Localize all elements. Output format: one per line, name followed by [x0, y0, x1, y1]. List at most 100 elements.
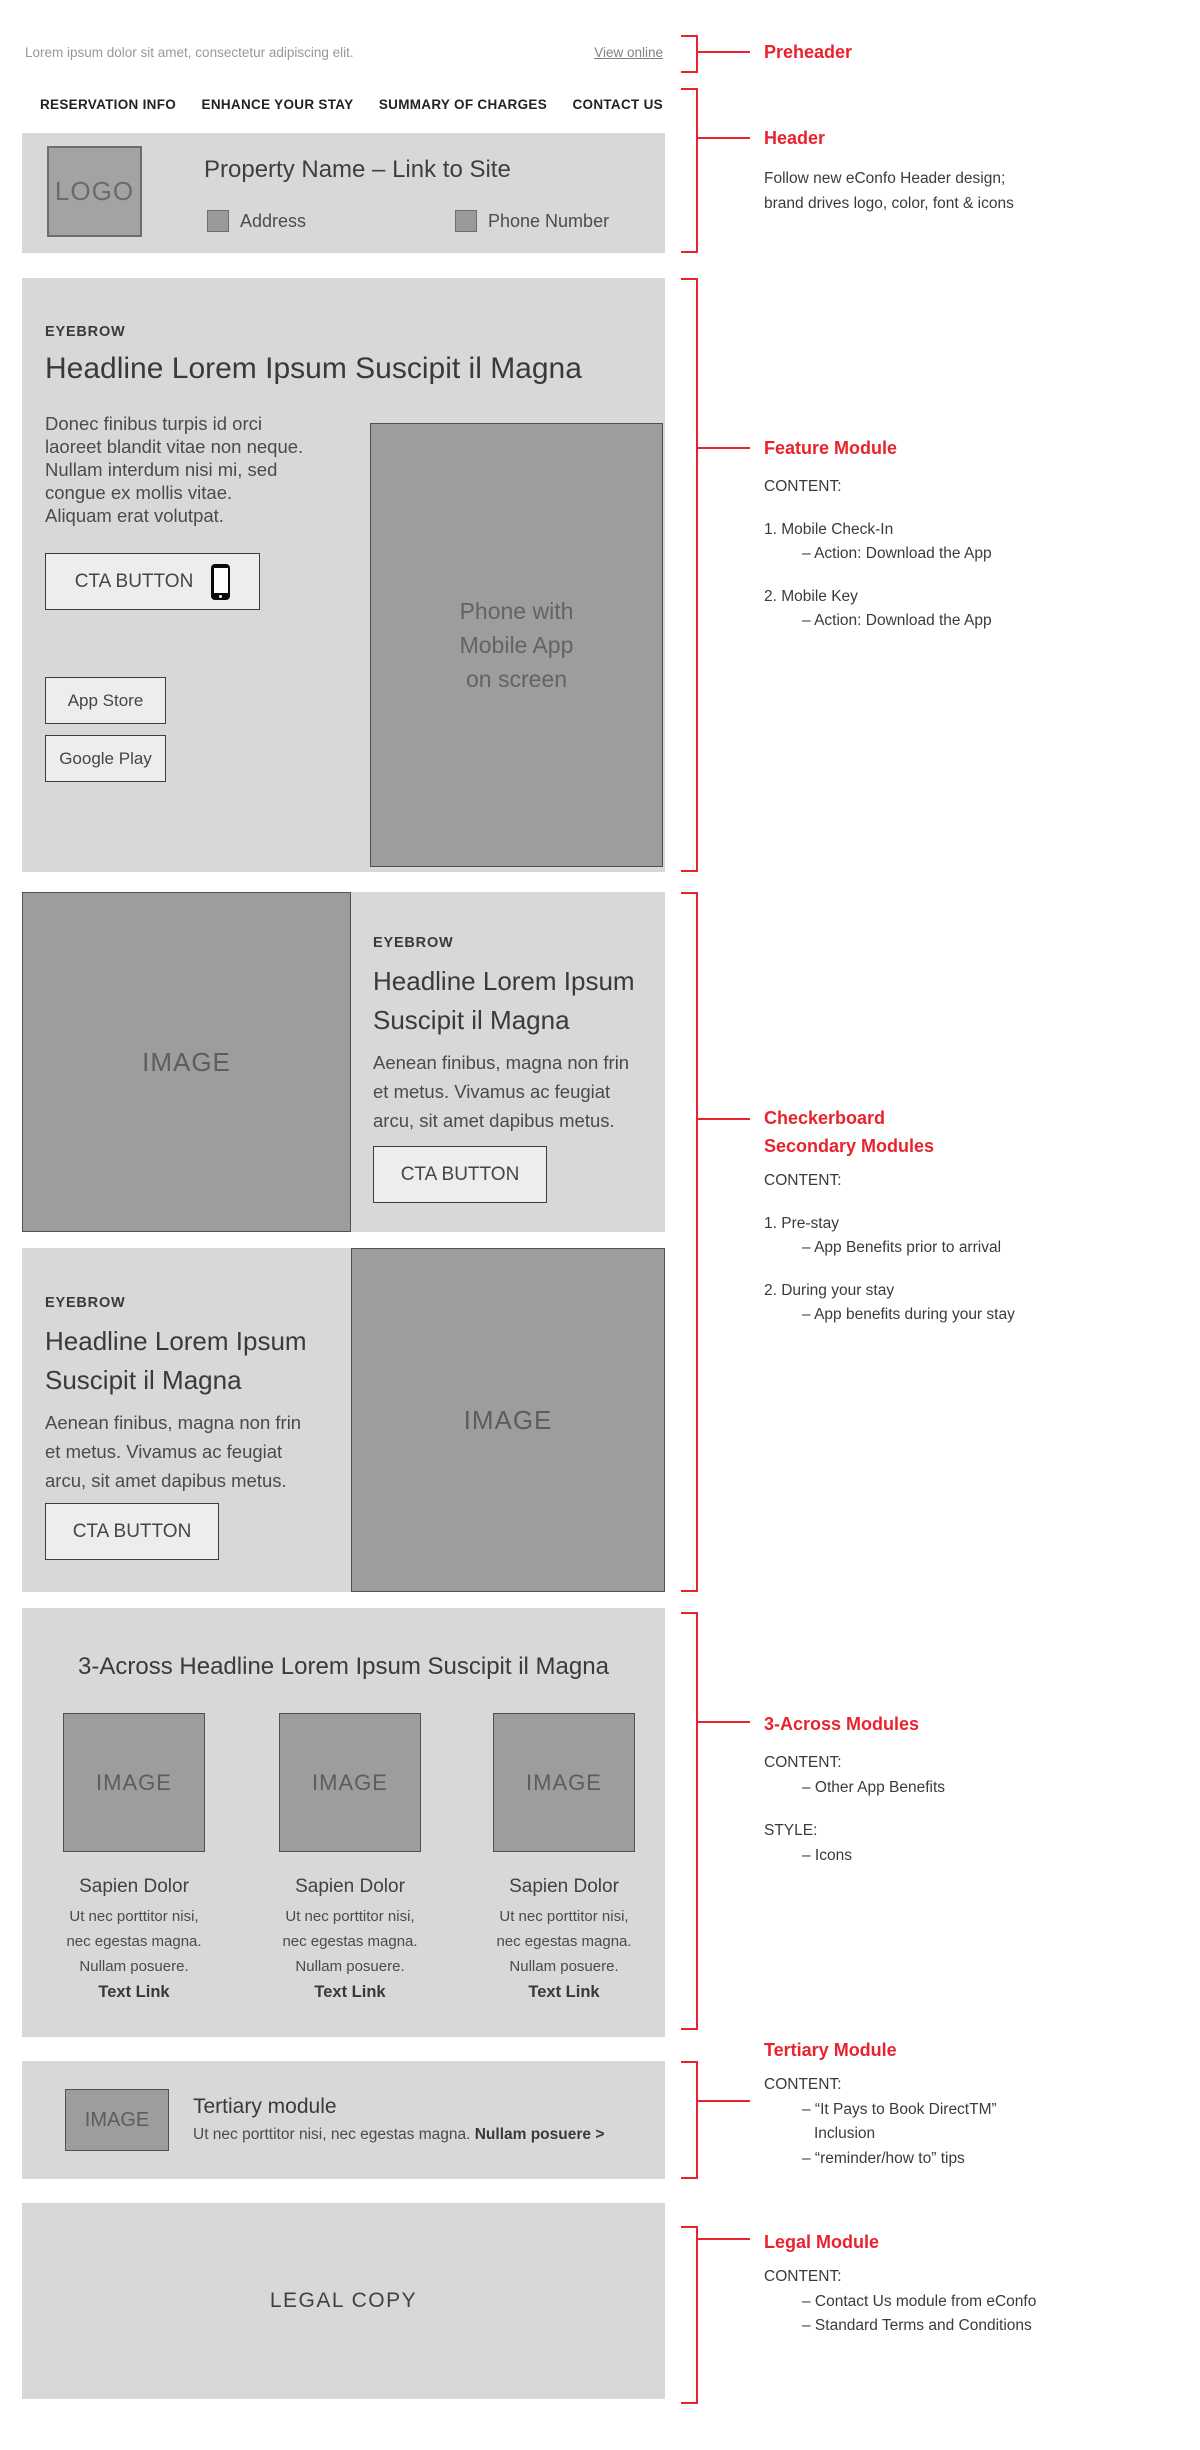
- tertiary-link[interactable]: Nullam posuere >: [474, 2126, 605, 2143]
- bracket-connector: [698, 1118, 750, 1120]
- annotation-line: Follow new eConfo Header design;: [764, 170, 1006, 187]
- logo-placeholder: LOGO: [47, 146, 142, 237]
- three-across-column: IMAGE Sapien Dolor Ut nec porttitor nisi…: [34, 1713, 234, 2002]
- headline-line: Suscipit il Magna: [373, 1005, 570, 1035]
- bracket-tick: [681, 2177, 698, 2179]
- image-placeholder: IMAGE: [351, 1248, 665, 1592]
- bracket-connector: [698, 51, 750, 53]
- phone-row: Phone Number: [455, 210, 609, 232]
- feature-body-line: Donec finibus turpis id orci: [45, 413, 262, 434]
- bracket-tick: [681, 88, 698, 90]
- bracket-tick: [681, 35, 698, 37]
- preheader: Lorem ipsum dolor sit amet, consectetur …: [25, 45, 663, 60]
- bracket-connector: [698, 1721, 750, 1723]
- annotation-line: – Contact Us module from eConfo: [802, 2293, 1037, 2310]
- annotation-label: Header: [764, 128, 826, 148]
- app-store-label: App Store: [67, 690, 144, 710]
- header-module: LOGO Property Name – Link to Site Addres…: [22, 133, 665, 253]
- annotation-line: – Other App Benefits: [802, 1779, 946, 1796]
- body-line: Aenean finibus, magna non frin: [45, 1412, 302, 1433]
- nav-contact-us[interactable]: CONTACT US: [572, 97, 663, 112]
- bracket-tick: [681, 2028, 698, 2030]
- headline-line: Headline Lorem Ipsum: [45, 1326, 307, 1356]
- body-line: nec egestas magna.: [282, 1933, 418, 1950]
- property-name-link[interactable]: Property Name – Link to Site: [204, 156, 511, 183]
- header-nav: RESERVATION INFO ENHANCE YOUR STAY SUMMA…: [40, 97, 663, 112]
- column-body: Ut nec porttitor nisi, nec egestas magna…: [250, 1904, 450, 1979]
- checkerboard-1-body: Aenean finibus, magna non frin et metus.…: [373, 1048, 629, 1135]
- checkerboard-2-headline: Headline Lorem Ipsum Suscipit il Magna: [45, 1322, 307, 1400]
- text-link[interactable]: Text Link: [314, 1983, 386, 2001]
- annotation-checkerboard: Checkerboard Secondary Modules CONTENT: …: [764, 1104, 1184, 1325]
- address-label: Address: [240, 210, 307, 231]
- checkerboard-module-2: EYEBROW Headline Lorem Ipsum Suscipit il…: [22, 1248, 665, 1592]
- annotation-label-line: Checkerboard: [764, 1108, 886, 1128]
- body-line: Ut nec porttitor nisi,: [499, 1908, 629, 1925]
- three-across-module: 3-Across Headline Lorem Ipsum Suscipit i…: [22, 1608, 665, 2037]
- body-line: et metus. Vivamus ac feugiat: [373, 1081, 611, 1102]
- body-line: Ut nec porttitor nisi,: [69, 1908, 199, 1925]
- bracket-tick: [681, 1590, 698, 1592]
- image-placeholder: IMAGE: [493, 1713, 635, 1852]
- nav-summary-of-charges[interactable]: SUMMARY OF CHARGES: [378, 97, 548, 112]
- feature-module: EYEBROW Headline Lorem Ipsum Suscipit il…: [22, 278, 665, 872]
- annotation-line: 2. Mobile Key: [764, 588, 858, 605]
- feature-cta-label: CTA BUTTON: [74, 570, 194, 592]
- annotation-heading: CONTENT:: [764, 478, 842, 495]
- checkerboard-2-body: Aenean finibus, magna non frin et metus.…: [45, 1408, 301, 1495]
- image-placeholder: IMAGE: [22, 892, 351, 1232]
- annotation-heading: CONTENT:: [764, 1754, 842, 1771]
- nav-reservation-info[interactable]: RESERVATION INFO: [40, 97, 177, 112]
- checkerboard-1-headline: Headline Lorem Ipsum Suscipit il Magna: [373, 962, 635, 1040]
- legal-copy-placeholder: LEGAL COPY: [269, 2289, 418, 2312]
- bracket-three-across: [696, 1612, 698, 2030]
- bracket-checkerboard: [696, 892, 698, 1592]
- annotation-label: Tertiary Module: [764, 2040, 897, 2060]
- body-line: Nullam posuere.: [509, 1958, 619, 1975]
- annotation-line: – Action: Download the App: [802, 612, 992, 629]
- annotation-line: – “reminder/how to” tips: [802, 2150, 965, 2167]
- app-store-button[interactable]: App Store: [45, 677, 166, 724]
- image-placeholder: IMAGE: [63, 1713, 205, 1852]
- annotation-label-line: Secondary Modules: [764, 1136, 935, 1156]
- annotation-preheader: Preheader: [764, 38, 1184, 66]
- nav-enhance-your-stay[interactable]: ENHANCE YOUR STAY: [201, 97, 354, 112]
- body-line: nec egestas magna.: [496, 1933, 632, 1950]
- annotation-heading: CONTENT:: [764, 1172, 842, 1189]
- annotation-label: Checkerboard Secondary Modules: [764, 1104, 1184, 1160]
- annotation-line: – Icons: [802, 1847, 852, 1864]
- body-line: arcu, sit amet dapibus metus.: [373, 1110, 615, 1131]
- checkerboard-1-cta-button[interactable]: CTA BUTTON: [373, 1146, 547, 1203]
- text-link[interactable]: Text Link: [528, 1983, 600, 2001]
- phone-app-image-placeholder: Phone with Mobile App on screen: [370, 423, 663, 867]
- bracket-tertiary: [696, 2061, 698, 2179]
- body-line: Ut nec porttitor nisi,: [285, 1908, 415, 1925]
- checkerboard-1-eyebrow: EYEBROW: [373, 935, 454, 951]
- feature-body: Donec finibus turpis id orci laoreet bla…: [45, 412, 303, 527]
- feature-cta-button[interactable]: CTA BUTTON: [45, 553, 260, 610]
- feature-headline: Headline Lorem Ipsum Suscipit il Magna: [45, 352, 582, 385]
- bracket-feature: [696, 278, 698, 872]
- feature-body-line: Nullam interdum nisi mi, sed: [45, 459, 278, 480]
- address-icon: [207, 210, 229, 232]
- three-across-column: IMAGE Sapien Dolor Ut nec porttitor nisi…: [464, 1713, 664, 2002]
- headline-line: Suscipit il Magna: [45, 1365, 242, 1395]
- view-online-link[interactable]: View online: [594, 45, 663, 60]
- annotation-legal: Legal Module CONTENT: – Contact Us modul…: [764, 2228, 1184, 2336]
- headline-line: Headline Lorem Ipsum: [373, 966, 635, 996]
- checkerboard-2-cta-button[interactable]: CTA BUTTON: [45, 1503, 219, 1560]
- tertiary-body-text: Ut nec porttitor nisi, nec egestas magna…: [193, 2126, 475, 2143]
- annotation-line: – “It Pays to Book DirectTM”: [802, 2101, 997, 2118]
- bracket-legal: [696, 2226, 698, 2404]
- annotation-tertiary: Tertiary Module CONTENT: – “It Pays to B…: [764, 2036, 1184, 2169]
- annotation-line: – App Benefits prior to arrival: [802, 1239, 1002, 1256]
- body-line: Aenean finibus, magna non frin: [373, 1052, 630, 1073]
- bracket-connector: [698, 447, 750, 449]
- text-link[interactable]: Text Link: [98, 1983, 170, 2001]
- annotation-line: 1. Pre-stay: [764, 1215, 839, 1232]
- body-line: et metus. Vivamus ac feugiat: [45, 1441, 283, 1462]
- bracket-tick: [681, 278, 698, 280]
- smartphone-icon: [211, 563, 231, 600]
- google-play-button[interactable]: Google Play: [45, 735, 166, 782]
- bracket-header: [696, 88, 698, 253]
